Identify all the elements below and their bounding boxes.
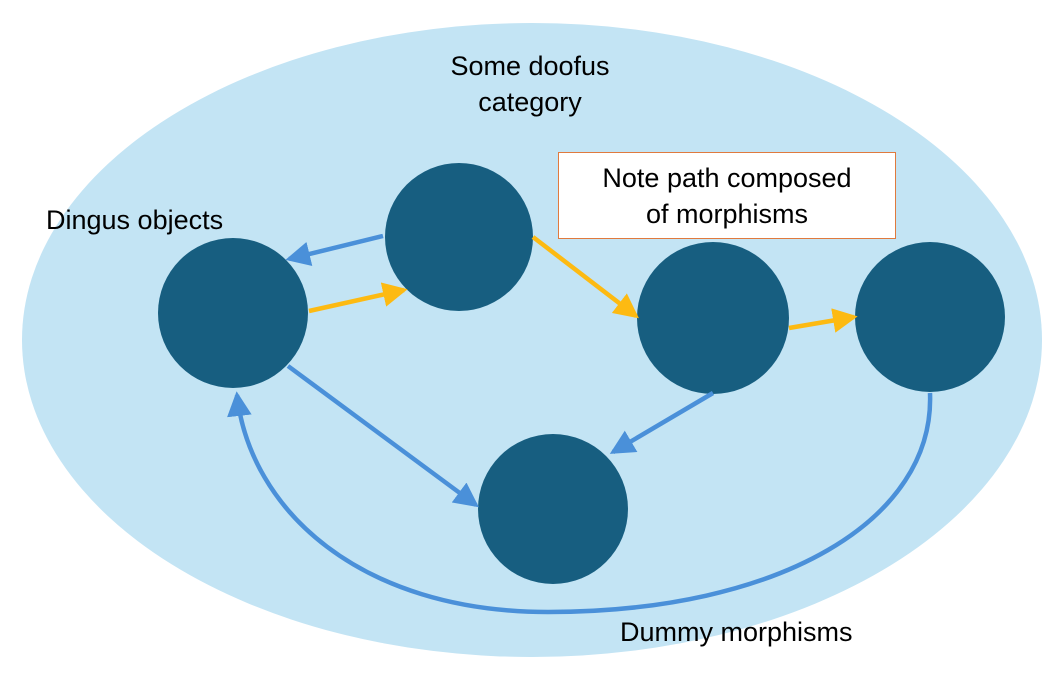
object-e[interactable] — [478, 434, 628, 584]
path-morphism-c-to-d[interactable] — [788, 308, 858, 333]
morphism-b-to-a[interactable] — [285, 233, 384, 267]
morphism-d-to-a[interactable] — [227, 391, 933, 615]
note-line1: Note path composed — [602, 163, 852, 193]
morphism-c-to-e[interactable] — [609, 391, 715, 454]
morphisms-label: Dummy morphisms — [620, 617, 853, 647]
category-title: Some doofus category — [400, 48, 660, 120]
objects-label: Dingus objects — [46, 205, 224, 235]
object-b[interactable] — [385, 163, 533, 311]
object-c[interactable] — [637, 242, 789, 394]
object-d[interactable] — [855, 242, 1005, 392]
category-title-line1: Some doofus — [450, 51, 610, 81]
note-callout: Note path composed of morphisms — [558, 152, 896, 239]
morphism-a-to-e[interactable] — [286, 364, 479, 508]
object-a[interactable] — [158, 238, 308, 388]
category-title-line2: category — [478, 87, 582, 117]
path-morphism-a-to-b[interactable] — [308, 282, 408, 314]
note-line2: of morphisms — [645, 199, 809, 229]
path-morphism-b-to-c[interactable] — [531, 235, 639, 319]
